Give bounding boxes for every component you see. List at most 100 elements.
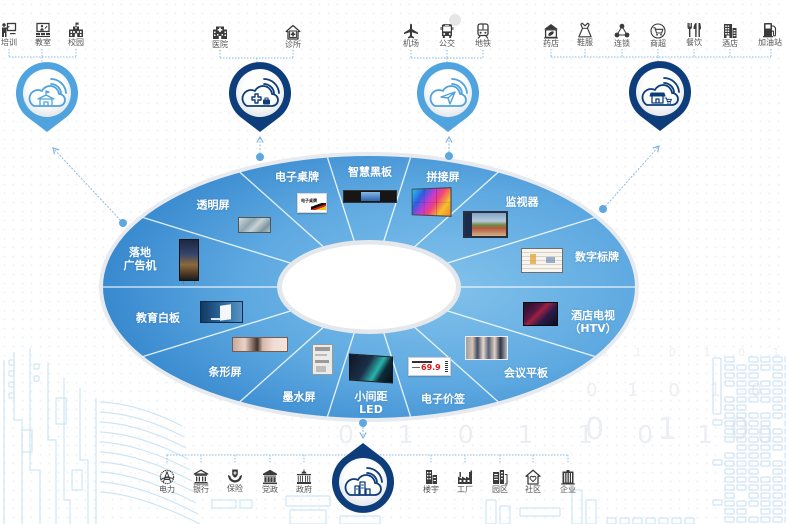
industry-label: 教室 [35, 38, 51, 47]
industry-label: 校园 [68, 38, 84, 47]
industry-item-gas-station: 加油站 [750, 22, 786, 48]
segment-label-line: 会议平板 [504, 366, 548, 380]
connector-arrows [52, 135, 660, 440]
segment-label-floor-kiosk: 落地 广告机 [124, 246, 157, 272]
smart-blackboard-image [343, 190, 397, 203]
industry-label: 培训 [1, 38, 17, 47]
gas-station-icon [762, 22, 778, 38]
segment-label-line: 广告机 [123, 259, 157, 272]
pin-medical [229, 62, 291, 132]
segment-divider [239, 171, 327, 250]
industry-item-catering: 餐饮 [674, 22, 714, 48]
pin-transport [417, 62, 479, 132]
pin-education [16, 62, 79, 132]
segment-divider [382, 329, 412, 417]
industry-label: 加油站 [758, 38, 782, 47]
industry-label: 电力 [159, 485, 175, 494]
electronic-shelf-label-image: 69.9 [408, 357, 451, 376]
connector-medical [256, 135, 264, 161]
segment-divider [239, 324, 327, 403]
segment-divider [326, 329, 356, 417]
price-tag-small-line [412, 367, 420, 368]
cloud-paper-plane-icon [429, 78, 468, 107]
airport-icon [403, 23, 419, 39]
industry-label: 商超 [650, 39, 666, 48]
segment-label-digital-signage: 数字标牌 [575, 251, 619, 264]
industry-label: 连锁 [614, 39, 630, 48]
industry-item-insurance: 保险 [215, 468, 255, 494]
industry-item-classroom: 教室 [23, 22, 63, 48]
right-grid-decoration [606, 356, 786, 524]
floor-standing-kiosk-image [179, 239, 199, 284]
training-icon [1, 22, 17, 38]
desk-sign-screen-text: 电子桌牌 [301, 198, 317, 203]
monitor-image [463, 211, 508, 238]
supermarket-icon [650, 23, 666, 39]
segment-label-line: 小间距 [354, 390, 388, 403]
industry-item-clinic: 诊所 [273, 24, 313, 50]
segment-label-line: 监视器 [505, 195, 539, 209]
bracket-public-enterprise [166, 454, 569, 464]
connector-education [52, 147, 127, 227]
industry-label: 保险 [227, 484, 243, 493]
industry-item-bus: 公交 [427, 23, 467, 49]
segment-label-shelf-label: 电子价签 [421, 393, 465, 406]
bus-icon [439, 23, 455, 39]
industry-label: 园区 [492, 485, 508, 494]
industry-label: 公交 [439, 39, 455, 48]
conference-panel-image [465, 336, 508, 360]
segment-dividers [103, 157, 635, 417]
classroom-icon [35, 22, 51, 38]
factory-icon [457, 469, 473, 485]
segment-label-line: 透明屏 [196, 198, 230, 212]
segment-label-line: 电子价签 [421, 392, 465, 406]
segment-divider [443, 216, 595, 265]
segment-label-line: 落地 [129, 246, 151, 259]
industry-item-government: 政府 [284, 469, 324, 495]
pharmacy-icon [543, 23, 559, 39]
digital-signage-image [521, 248, 563, 273]
electronic-desk-sign-image: 电子桌牌 [297, 193, 327, 213]
connector-public-enterprise [359, 419, 367, 440]
industry-item-office-building: 楼宇 [411, 469, 451, 495]
segment-label-line: （HTV） [569, 322, 617, 335]
bracket-retail [550, 49, 772, 62]
catering-icon [686, 22, 702, 38]
cloud-shop-icon [641, 77, 680, 106]
bracket-medical [219, 50, 294, 64]
segment-label-line: 智慧黑板 [348, 165, 392, 179]
industry-item-factory: 工厂 [445, 469, 485, 495]
connector-retail [599, 145, 660, 213]
subway-icon [475, 23, 491, 39]
segment-label-transparent-display: 透明屏 [197, 199, 230, 212]
ring-center-hole [282, 244, 456, 330]
industry-item-hospital: 医院 [200, 24, 240, 50]
segment-label-e-ink: 墨水屏 [283, 391, 316, 404]
segment-label-line: LED [359, 403, 383, 416]
left-circuit-decoration [3, 348, 201, 524]
background-binary-text: 0 1 0 1 0 1 0 1 0 1 [600, 346, 786, 359]
segment-label-desk-sign: 电子桌牌 [275, 171, 319, 184]
industry-label: 鞋服 [577, 38, 593, 47]
industry-label: 政府 [296, 485, 312, 494]
industry-item-power: 电力 [147, 469, 187, 495]
industry-item-campus: 校园 [56, 22, 96, 48]
bar-display-image [232, 337, 288, 352]
hotel-tv-image [523, 302, 558, 326]
segment-divider [411, 171, 499, 250]
e-ink-display-image [312, 344, 333, 375]
bracket-lines [8, 49, 772, 464]
segment-divider [143, 216, 295, 265]
bank-icon [193, 469, 209, 485]
chain-icon [614, 23, 630, 39]
segment-label-line: 数字标牌 [575, 250, 619, 264]
hotel-icon [722, 23, 738, 39]
segment-divider [143, 309, 295, 358]
price-tag-product-line [412, 361, 432, 363]
industry-label: 酒店 [722, 39, 738, 48]
segment-label-line: 酒店电视 [570, 309, 615, 322]
segment-divider [443, 309, 595, 358]
power-icon [159, 469, 175, 485]
industry-label: 党政 [262, 485, 278, 494]
